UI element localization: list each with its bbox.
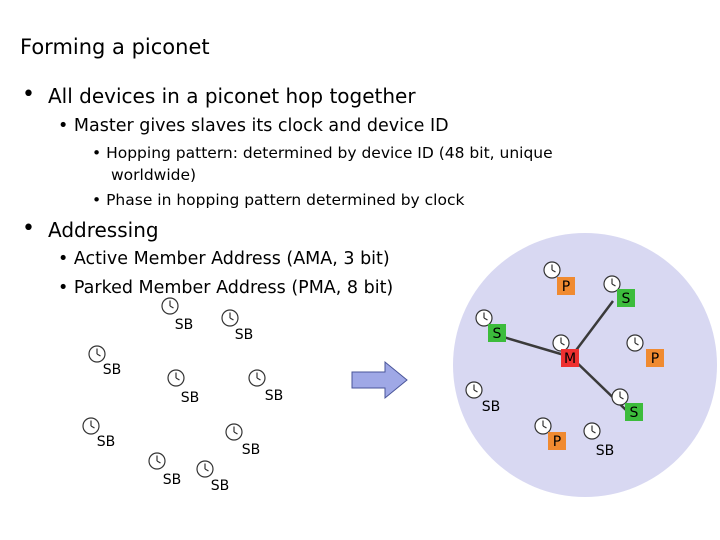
device-label: S [630,405,639,421]
standby-device: SB [465,381,501,415]
device-label: P [553,434,561,450]
device-label: SB [175,317,194,333]
standby-device: SB [221,309,254,343]
clock-hand [256,377,261,381]
bullet-marker: • [22,82,35,107]
clock-hand [233,431,238,435]
master-slave-link [570,300,614,358]
piconet-devices: P S S M P SB S P SB [465,261,664,459]
bullet-marker: • [58,116,74,136]
role-badge [646,349,664,367]
bullet-marker: • [92,144,107,162]
standby-device: SB [583,422,615,459]
clock-hand [551,269,556,273]
clock-hand [473,389,478,393]
standby-device: SB [88,345,122,378]
device-label: SB [181,390,200,406]
bullet-marker: • [22,216,35,241]
device-label: SB [163,472,182,488]
parked-device: P [543,261,575,295]
clock-hand [483,317,488,321]
device-label: S [622,291,631,307]
bullet-pma: • Parked Member Address (PMA, 8 bit) [58,278,394,298]
device-label: P [562,279,570,295]
bullet-master-clock: • Master gives slaves its clock and devi… [58,116,449,136]
clock-hand [611,283,616,287]
clock-hand [90,425,95,429]
bullet-ama: • Active Member Address (AMA, 3 bit) [58,249,390,269]
clock-hand [204,468,209,472]
slide-title: Forming a piconet [20,35,210,59]
clock-hand [591,430,596,434]
standby-device: SB [248,369,284,404]
slave-device: S [475,309,506,342]
clock-hand [229,317,234,321]
device-label: P [651,351,659,367]
standby-device: SB [161,297,194,333]
standby-device: SB [82,417,116,450]
slave-device: S [611,388,643,421]
standby-devices: SB SB SB SB SB SB SB SB SB [82,297,284,494]
standby-device: SB [225,423,261,458]
bullet-marker: • [58,249,74,269]
bullet-phase: • Phase in hopping pattern determined by… [92,191,465,209]
role-badge [557,277,575,295]
role-badge [561,349,579,367]
standby-device: SB [196,460,230,494]
device-label: S [493,326,502,342]
standby-device: SB [167,369,200,406]
bullet-hopping-pattern: • Hopping pattern: determined by device … [92,144,553,162]
transition-arrow [351,360,408,400]
device-label: SB [596,443,615,459]
device-label: M [564,351,576,367]
bullet-marker: • [92,191,107,209]
clock-hand [156,460,161,464]
device-label: SB [242,442,261,458]
piconet-area [453,233,717,497]
device-label: SB [235,327,254,343]
device-label: SB [97,434,116,450]
role-badge [488,324,506,342]
clock-hand [560,342,565,346]
parked-device: P [534,417,566,450]
master-device: M [552,334,579,367]
role-badge [625,403,643,421]
role-badge [617,289,635,307]
device-label: SB [103,362,122,378]
clock-hand [169,305,174,309]
role-badge [548,432,566,450]
standby-device: SB [148,452,182,488]
bullet-hopping-pattern-cont: worldwide) [111,166,197,184]
clock-hand [542,425,547,429]
parked-device: P [626,334,664,367]
device-label: SB [211,478,230,494]
slave-device: S [603,275,635,307]
device-label: SB [482,399,501,415]
bullet-marker: • [58,278,74,298]
clock-hand [634,342,639,346]
clock-hand [175,377,180,381]
clock-hand [619,396,624,400]
clock-hand [96,353,101,357]
device-label: SB [265,388,284,404]
